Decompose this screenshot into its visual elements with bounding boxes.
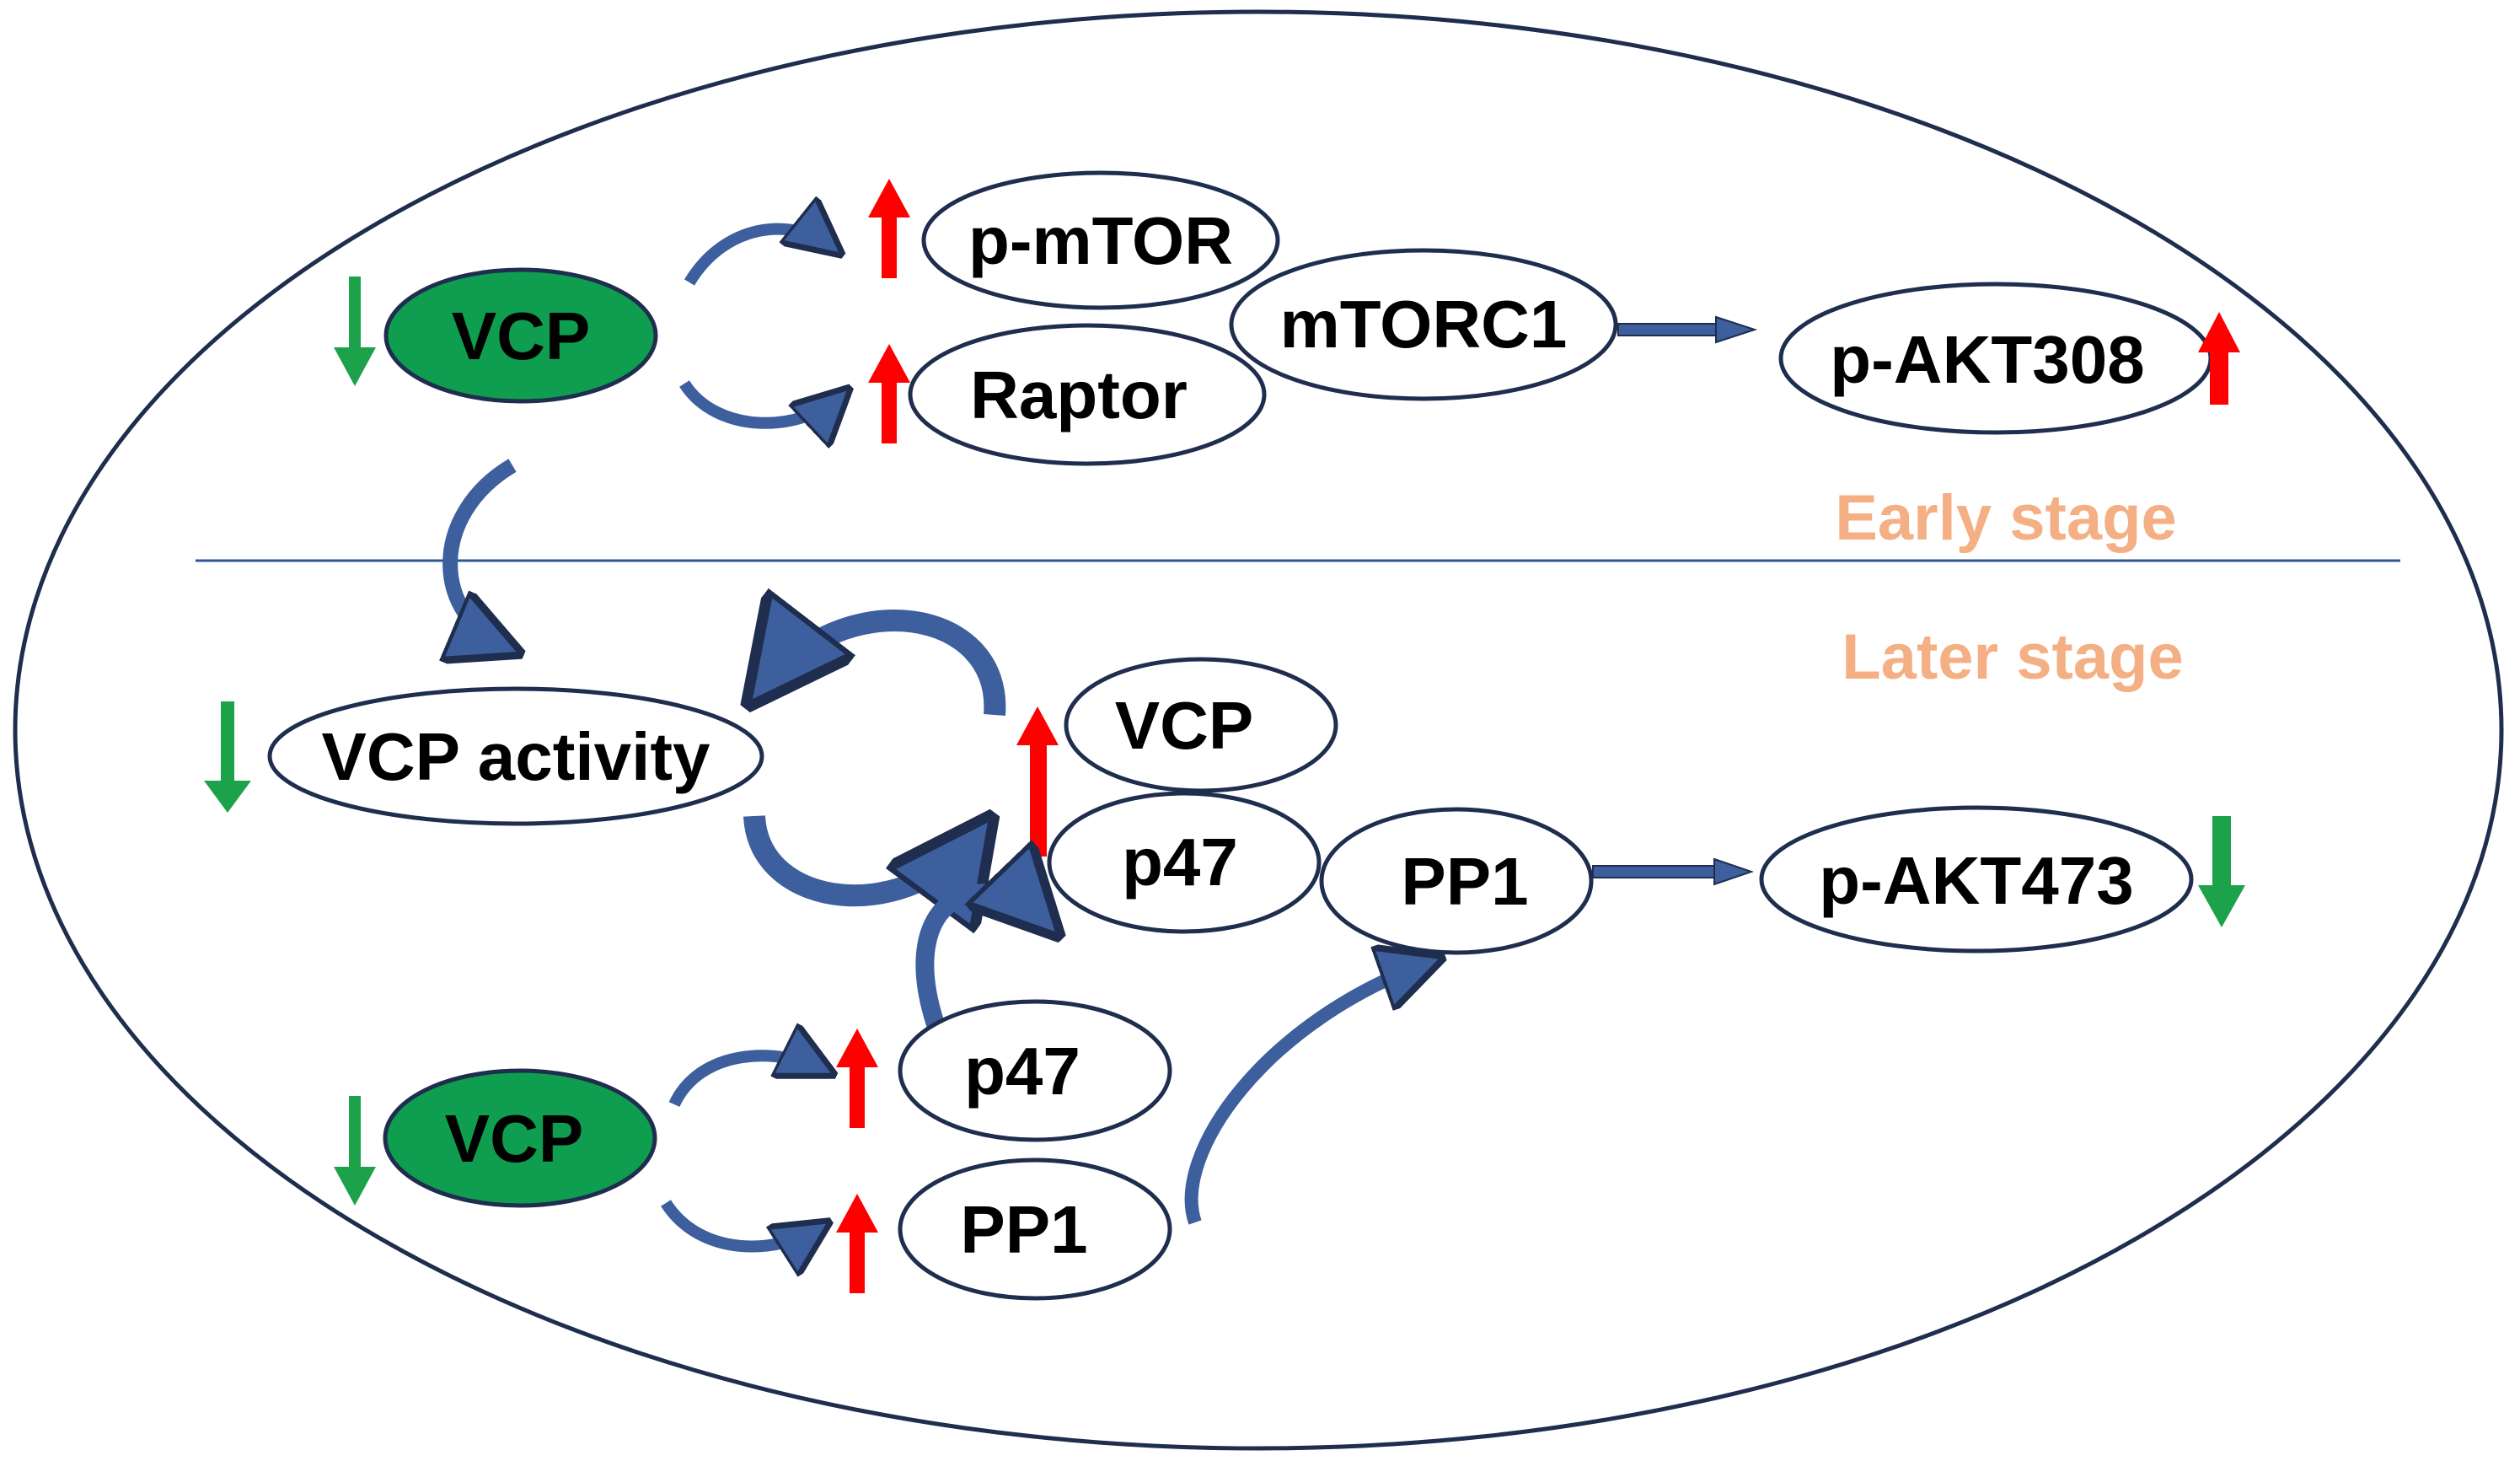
- vcp-to-activity-curve-arrow: [450, 459, 512, 649]
- complex-p47-label: p47: [1122, 824, 1238, 900]
- later-stage-label: Later stage: [1842, 621, 2184, 693]
- pakt473-node: [1759, 805, 2194, 953]
- mtorc1-to-pakt308-arrow: [1617, 315, 1758, 344]
- pmtor-node: [921, 170, 1280, 310]
- later-vcp-node: [383, 1068, 657, 1208]
- later-pp1-label: PP1: [960, 1192, 1087, 1267]
- later-p47-label: p47: [964, 1034, 1080, 1109]
- pmtor-up-arrow: [868, 179, 910, 278]
- later-vcp-down-arrow: [334, 1096, 376, 1206]
- vcp-activity-down-arrow: [204, 701, 251, 813]
- pakt473-down-arrow: [2198, 816, 2245, 927]
- complex-up-arrow: [1016, 706, 1059, 857]
- mtorc1-label: mTORC1: [1280, 287, 1568, 362]
- raptor-label: Raptor: [970, 357, 1188, 432]
- pp1-up-arrow: [836, 1194, 878, 1293]
- early-curve-arrow-to-raptor: [679, 380, 843, 423]
- early-vcp-node: [383, 267, 658, 404]
- complex-vcp-node: [1064, 657, 1338, 793]
- cell-outline: [13, 9, 2504, 1451]
- pp1-to-pakt473-arrow: [1592, 857, 1755, 886]
- vcp-activity-node: [267, 686, 764, 826]
- early-curve-arrow-to-pmtor: [684, 229, 834, 286]
- mtorc1-node: [1229, 248, 1618, 401]
- pp1-to-complex-curve-arrow: [1184, 961, 1433, 1225]
- pakt308-up-arrow: [2198, 312, 2240, 405]
- vcp-activity-label: VCP activity: [322, 719, 710, 794]
- later-pp1-node: [898, 1158, 1172, 1301]
- later-curve-arrow-to-p47: [668, 1055, 826, 1108]
- early-vcp-down-arrow: [334, 277, 376, 386]
- later-vcp-label: VCP: [445, 1101, 584, 1176]
- p47-to-complex-curve-arrow: [915, 893, 1049, 1028]
- later-p47-node: [898, 999, 1172, 1142]
- activity-to-complex-curve-arrow: [743, 816, 982, 895]
- early-vcp-label: VCP: [452, 298, 591, 373]
- complex-pp1-node: [1319, 807, 1594, 955]
- pakt308-label: p-AKT308: [1830, 322, 2144, 397]
- complex-pp1-label: PP1: [1401, 844, 1528, 919]
- later-curve-arrow-to-pp1: [661, 1200, 822, 1247]
- complex-vcp-label: VCP: [1115, 688, 1254, 763]
- early-stage-label: Early stage: [1835, 482, 2177, 554]
- raptor-up-arrow: [868, 344, 910, 443]
- pmtor-label: p-mTOR: [968, 203, 1233, 278]
- p47-up-arrow: [836, 1029, 878, 1128]
- raptor-node: [908, 323, 1267, 466]
- pakt473-label: p-AKT473: [1819, 843, 2133, 918]
- complex-to-activity-curve-arrow: [759, 620, 1006, 715]
